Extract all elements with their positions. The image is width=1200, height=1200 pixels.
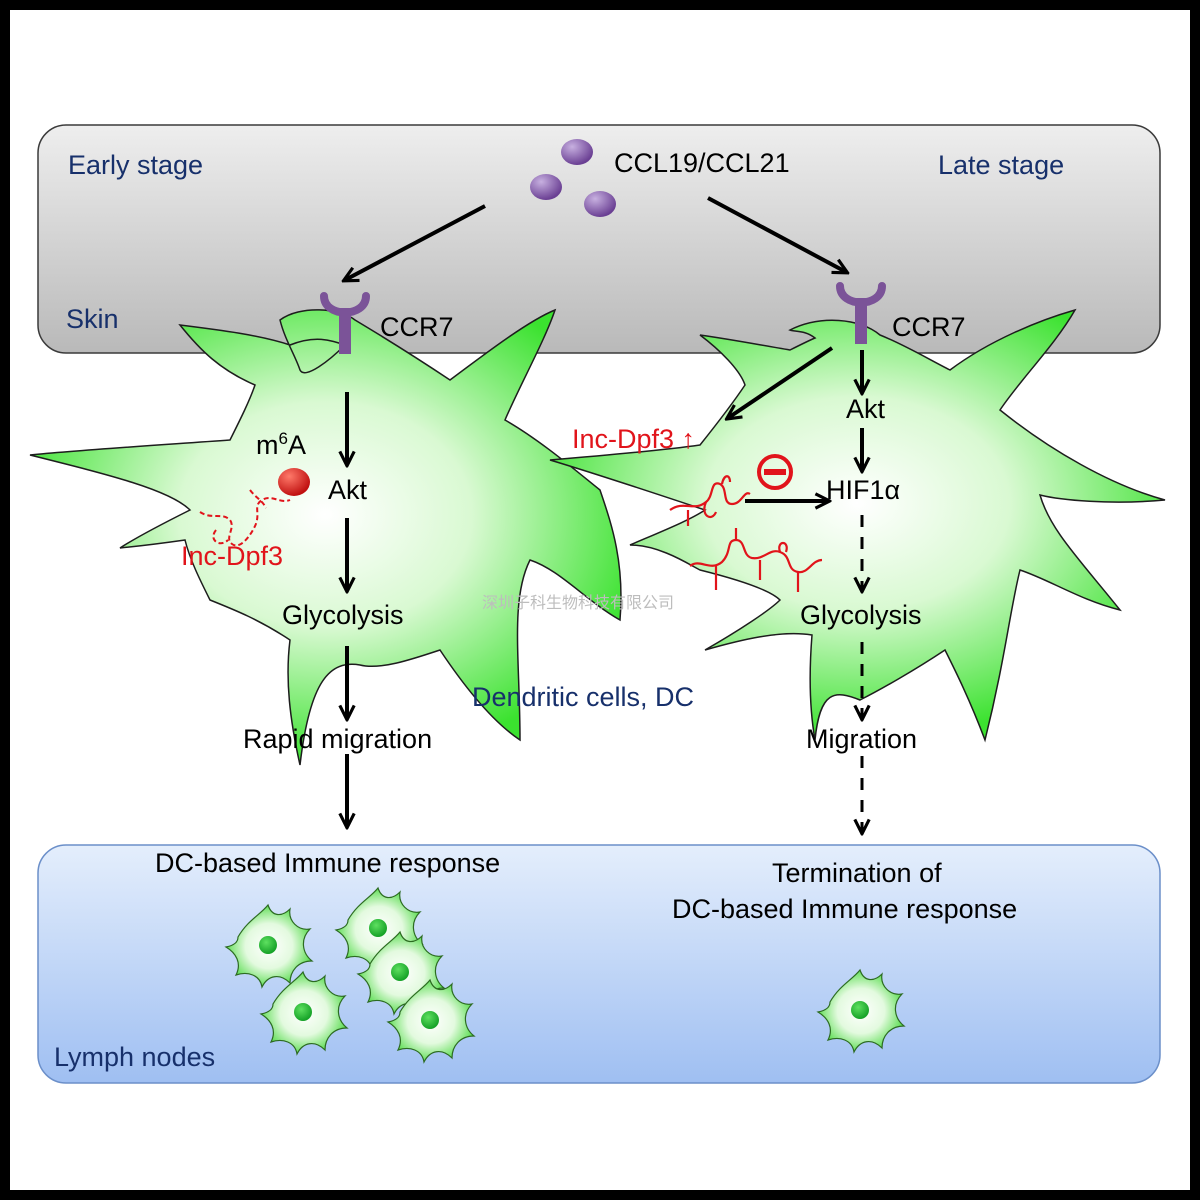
mini-dc-cluster xyxy=(224,886,476,1064)
m6a-modification-icon xyxy=(278,468,310,496)
late-akt-label: Akt xyxy=(846,394,886,424)
skin-label: Skin xyxy=(66,304,119,334)
early-migration-label: Rapid migration xyxy=(243,724,432,754)
late-ccr7-label: CCR7 xyxy=(892,312,966,342)
ligand-label: CCL19/CCL21 xyxy=(614,148,790,178)
dendritic-cells-label: Dendritic cells, DC xyxy=(472,682,694,712)
early-akt-label: Akt xyxy=(328,475,368,505)
lnc-rna-early-icon xyxy=(199,489,291,547)
late-migration-label: Migration xyxy=(806,724,917,754)
early-lnc-label: Inc-Dpf3 xyxy=(181,541,283,571)
late-glycolysis-label: Glycolysis xyxy=(800,600,922,630)
lnc-rna-late-icon-1 xyxy=(669,475,751,526)
late-outcome-line1: Termination of xyxy=(772,858,942,888)
chemokine-balls xyxy=(530,139,616,217)
inhibition-icon xyxy=(757,454,793,490)
early-outcome-label: DC-based Immune response xyxy=(155,848,500,878)
ccr7-receptor-left-icon xyxy=(320,292,370,354)
late-lnc-label: Inc-Dpf3 ↑ xyxy=(572,424,695,454)
arrow-late-ccr7-lnc xyxy=(728,346,834,418)
mini-dc-single xyxy=(816,968,906,1054)
arrow-ligand-to-early-ccr7 xyxy=(345,204,486,280)
watermark-text: 深圳子科生物科技有限公司 xyxy=(482,593,674,612)
dendritic-cell-right xyxy=(549,308,1166,743)
lymph-nodes-label: Lymph nodes xyxy=(54,1042,215,1072)
m6a-label: m6A xyxy=(256,429,306,460)
dendritic-cell-left xyxy=(29,308,622,766)
lnc-rna-late-icon-2 xyxy=(689,528,823,592)
early-ccr7-label: CCR7 xyxy=(380,312,454,342)
late-hif-label: HIF1α xyxy=(826,475,900,505)
early-glycolysis-label: Glycolysis xyxy=(282,600,404,630)
late-outcome-line2: DC-based Immune response xyxy=(672,894,1017,924)
early-stage-label: Early stage xyxy=(68,150,203,180)
late-stage-label: Late stage xyxy=(938,150,1064,180)
ccr7-receptor-right-icon xyxy=(836,282,886,344)
arrow-ligand-to-late-ccr7 xyxy=(707,196,846,272)
